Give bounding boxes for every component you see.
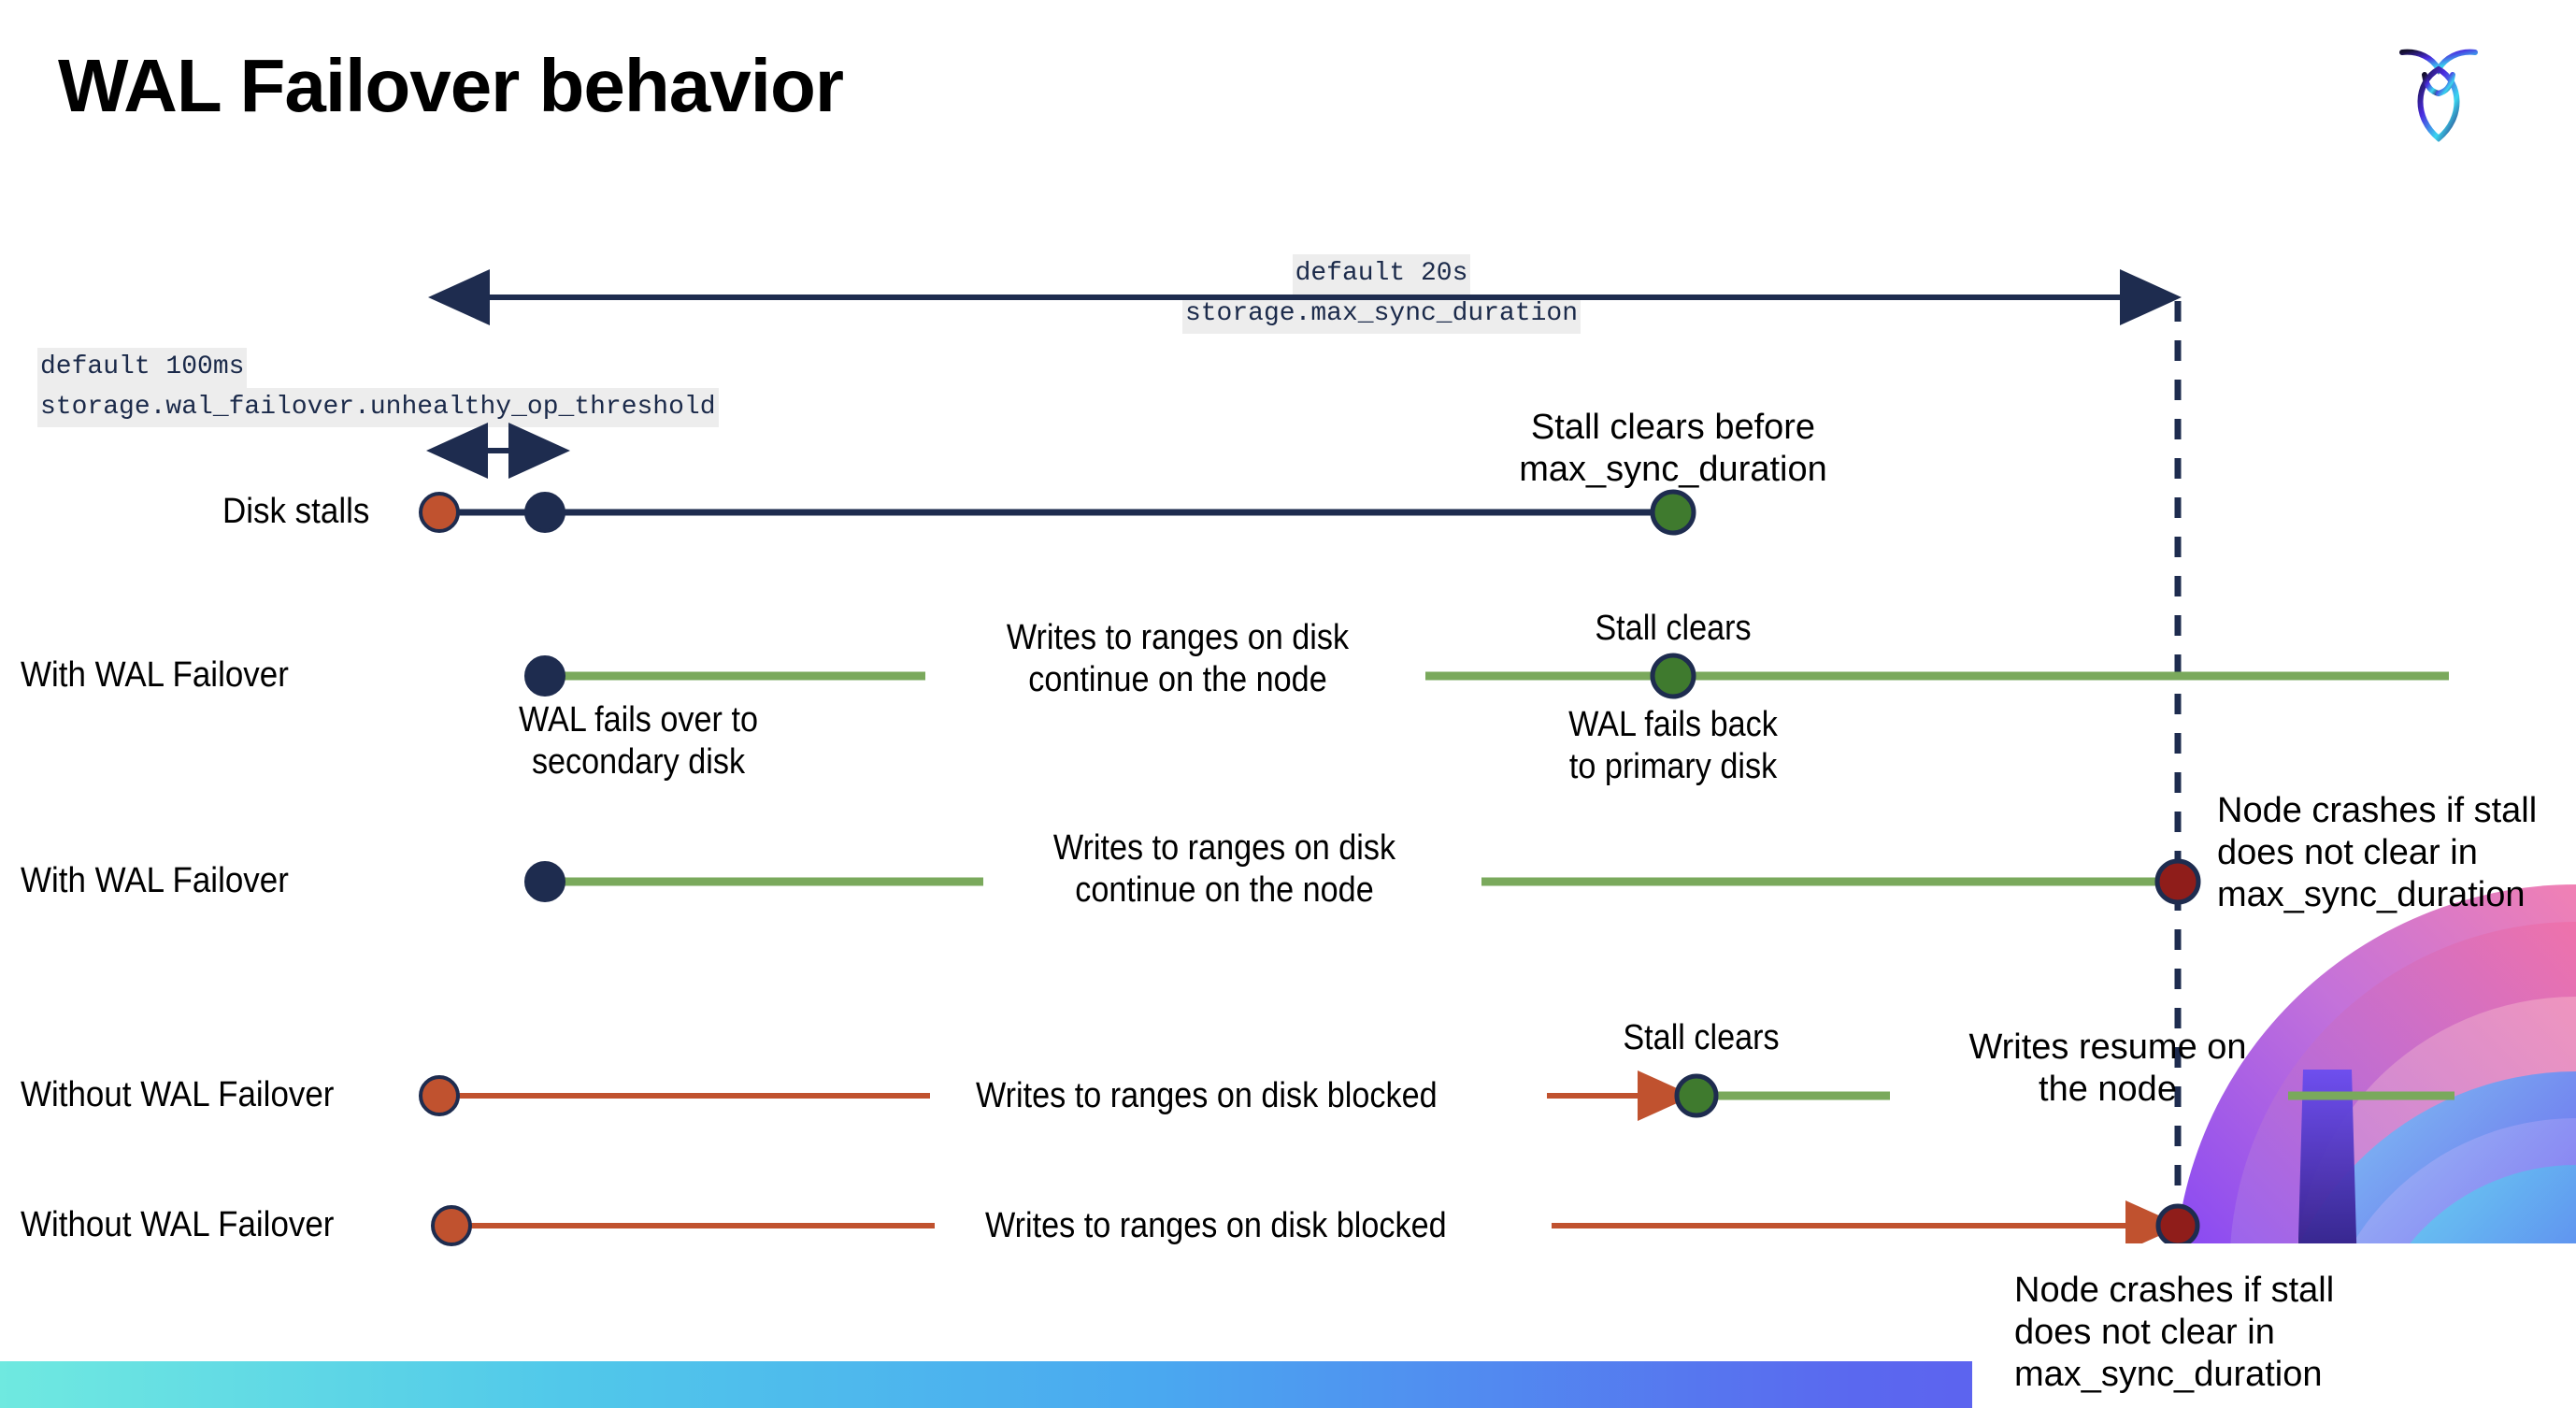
row-without-wal-failover-1-track bbox=[419, 1070, 2454, 1121]
stall-clears-dot-row4 bbox=[1674, 1073, 1719, 1118]
wal-failback-dot bbox=[1650, 653, 1696, 699]
annotation-stall-clears-before-line2: max_sync_duration bbox=[1519, 449, 1827, 489]
row-with-wal-failover-2-track bbox=[524, 858, 2201, 905]
row-label-with-wal-failover-1: With WAL Failover bbox=[21, 655, 289, 695]
row-label-without-wal-failover-1: Without WAL Failover bbox=[21, 1075, 335, 1114]
callout-max-sync-default: default 20s bbox=[1292, 254, 1471, 295]
annotation-stall-clears-before-line1: Stall clears before bbox=[1530, 408, 1816, 447]
annotation-node-crashes-2-line1: Node crashes if stall bbox=[2014, 1271, 2335, 1310]
annotation-node-crashes-2-line2: does not clear in bbox=[2014, 1312, 2275, 1352]
annotation-writes-continue-1-line2: continue on the node bbox=[1028, 659, 1327, 699]
annotation-wal-fails-back: WAL fails back to primary disk bbox=[1522, 704, 1825, 788]
annotation-writes-resume-line2: the node bbox=[2039, 1069, 2177, 1109]
failover-trigger-dot bbox=[524, 492, 565, 533]
wal-failover-start-dot bbox=[524, 655, 565, 697]
row-without-wal-failover-2-track bbox=[431, 1200, 2200, 1251]
crash-note-backdrop bbox=[1972, 1243, 2576, 1408]
stall-start-dot bbox=[419, 492, 460, 533]
wal-failover-start-dot-2 bbox=[524, 861, 565, 902]
annotation-wal-fails-back-line2: to primary disk bbox=[1568, 746, 1778, 786]
annotation-node-crashes-1-line1: Node crashes if stall bbox=[2217, 791, 2538, 830]
row-label-disk-stalls: Disk stalls bbox=[222, 492, 370, 531]
annotation-writes-blocked-1: Writes to ranges on disk blocked bbox=[976, 1076, 1438, 1115]
annotation-node-crashes-1: Node crashes if stall does not clear in … bbox=[2217, 790, 2576, 915]
annotation-node-crashes-2-line3: max_sync_duration bbox=[2014, 1354, 2323, 1394]
annotation-writes-continue-2-line2: continue on the node bbox=[1075, 869, 1374, 910]
annotation-wal-fails-over: WAL fails over to secondary disk bbox=[453, 699, 823, 783]
stall-clears-dot bbox=[1650, 489, 1696, 536]
annotation-node-crashes-2: Node crashes if stall does not clear in … bbox=[2014, 1270, 2500, 1395]
callout-max-sync-setting: storage.max_sync_duration bbox=[1181, 294, 1581, 335]
annotation-writes-resume-line1: Writes resume on bbox=[1968, 1027, 2247, 1067]
annotation-writes-continue-2: Writes to ranges on disk continue on the… bbox=[1006, 827, 1443, 912]
annotation-writes-resume: Writes resume on the node bbox=[1925, 1027, 2290, 1111]
page-title: WAL Failover behavior bbox=[58, 44, 844, 127]
annotation-node-crashes-1-line3: max_sync_duration bbox=[2217, 874, 2526, 914]
stall-start-dot-row4 bbox=[419, 1075, 460, 1116]
callout-unhealthy-op-threshold: default 100ms storage.wal_failover.unhea… bbox=[37, 348, 879, 428]
row-disk-stalls-track bbox=[419, 489, 1696, 536]
row-label-with-wal-failover-2: With WAL Failover bbox=[21, 861, 289, 900]
stall-start-dot-row5 bbox=[431, 1205, 472, 1246]
node-crash-dot bbox=[2154, 858, 2201, 905]
callout-unhealthy-setting: storage.wal_failover.unhealthy_op_thresh… bbox=[37, 387, 719, 428]
annotation-wal-fails-over-line2: secondary disk bbox=[531, 741, 746, 782]
callout-max-sync-duration: default 20s storage.max_sync_duration bbox=[1138, 254, 1624, 335]
annotation-stall-clears-1: Stall clears bbox=[1595, 609, 1752, 648]
callout-unhealthy-default: default 100ms bbox=[37, 348, 248, 388]
annotation-wal-fails-over-line1: WAL fails over to bbox=[519, 700, 758, 740]
annotation-stall-clears-2: Stall clears bbox=[1623, 1018, 1780, 1057]
row-with-wal-failover-1-track bbox=[524, 653, 2449, 699]
node-crash-dot-row5 bbox=[2155, 1203, 2200, 1248]
annotation-writes-blocked-2: Writes to ranges on disk blocked bbox=[985, 1206, 1447, 1245]
annotation-writes-continue-1: Writes to ranges on disk continue on the… bbox=[959, 617, 1396, 701]
row-label-without-wal-failover-2: Without WAL Failover bbox=[21, 1205, 335, 1244]
annotation-writes-continue-2-line1: Writes to ranges on disk bbox=[1052, 828, 1396, 868]
annotation-node-crashes-1-line2: does not clear in bbox=[2217, 832, 2478, 872]
annotation-wal-fails-back-line1: WAL fails back bbox=[1568, 705, 1778, 744]
annotation-stall-clears-before: Stall clears before max_sync_duration bbox=[1477, 407, 1869, 491]
cockroachdb-logo-icon bbox=[2387, 32, 2490, 153]
annotation-writes-continue-1-line1: Writes to ranges on disk bbox=[1006, 618, 1350, 657]
